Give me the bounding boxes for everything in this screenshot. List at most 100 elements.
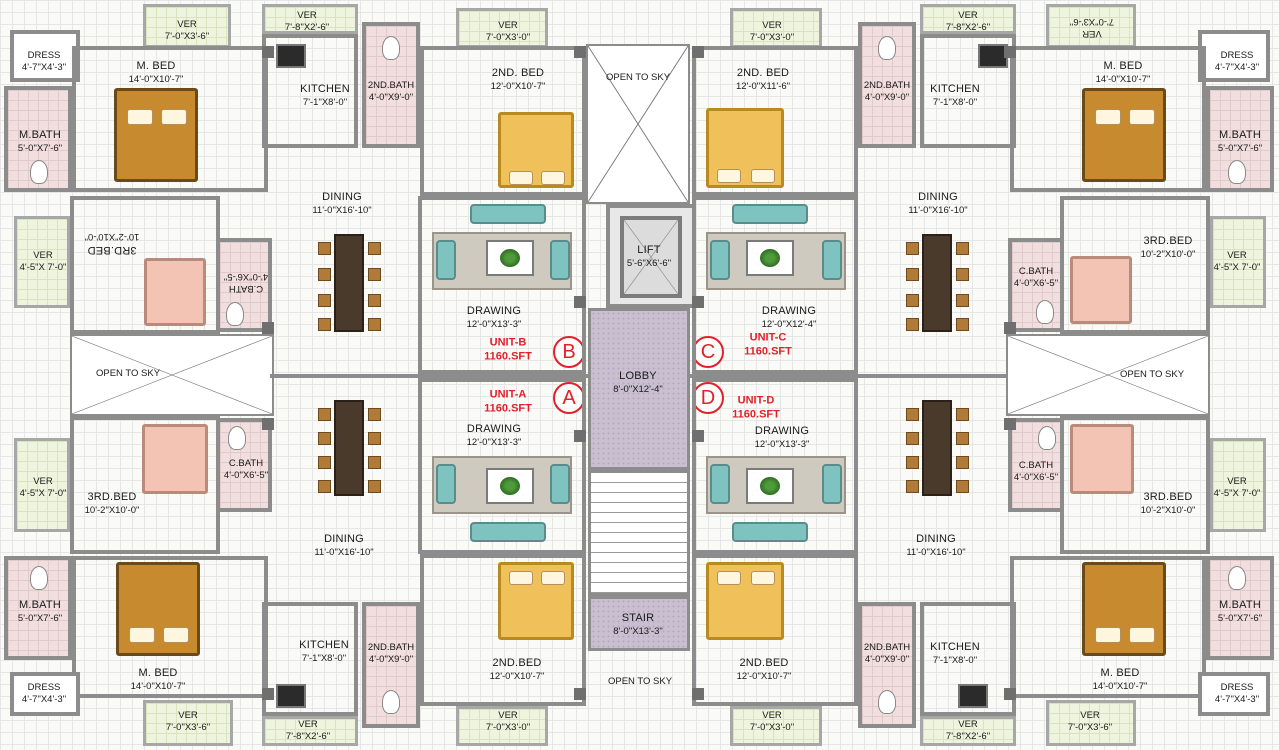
c-dining-table-icon xyxy=(922,234,952,332)
d-master-bed xyxy=(1010,556,1206,698)
c-verandah-top xyxy=(1046,4,1136,48)
stair-label: STAIR 8'-0"X13'-3" xyxy=(613,612,663,637)
lobby-label: LOBBY 8'-0"X12'-4" xyxy=(613,370,663,395)
open-to-sky-right-label: OPEN TO SKY xyxy=(1119,369,1185,381)
a-verandah-bottom xyxy=(143,700,233,746)
c-drawing xyxy=(692,196,858,374)
lobby xyxy=(588,308,690,470)
open-to-sky-top xyxy=(586,44,690,204)
d-verandah-side xyxy=(1210,438,1266,532)
c-3bed-bed-icon xyxy=(1070,256,1132,324)
d-stove-icon xyxy=(958,684,988,708)
c-dress xyxy=(1198,30,1270,82)
b-2bath-toilet-icon xyxy=(382,36,400,60)
a-stove-icon xyxy=(276,684,306,708)
d-dress xyxy=(1198,672,1270,716)
d-2bath-toilet-icon xyxy=(878,690,896,714)
a-2nd-bed xyxy=(420,554,586,706)
a-2bath-toilet-icon xyxy=(382,690,400,714)
lift-label: LIFT 5'-6"X6'-6" xyxy=(626,244,672,269)
a-dining-table-icon xyxy=(334,400,364,496)
b-3bed-bed-icon xyxy=(144,258,206,326)
open-to-sky-top-label: OPEN TO SKY xyxy=(605,72,671,84)
a-master-bed xyxy=(72,556,268,698)
a-drawing xyxy=(418,378,586,554)
b-verandah-kitchen xyxy=(262,4,358,34)
c-master-bed xyxy=(1010,46,1206,192)
b-cbath-toilet-icon xyxy=(226,302,244,326)
d-2bed-bed-icon xyxy=(706,562,784,640)
d-cbath-toilet-icon xyxy=(1038,426,1056,450)
c-cbath-toilet-icon xyxy=(1036,300,1054,324)
d-3bed-bed-icon xyxy=(1070,424,1134,494)
b-mbed-bed-icon xyxy=(114,88,198,182)
a-3bed-bed-icon xyxy=(142,424,208,494)
b-master-bed xyxy=(72,46,268,192)
c-3rd-bed xyxy=(1060,196,1210,334)
d-verandah-bottom xyxy=(1046,700,1136,746)
b-kitchen xyxy=(262,34,358,148)
d-mbed-bed-icon xyxy=(1082,562,1166,656)
stair xyxy=(588,470,690,596)
c-2bed-bed-icon xyxy=(706,108,784,188)
b-2bed-bed-icon xyxy=(498,112,574,188)
open-to-sky-right xyxy=(1006,334,1210,416)
a-2bed-bed-icon xyxy=(498,562,574,640)
a-verandah-kitchen xyxy=(262,716,358,746)
d-sofa-icon xyxy=(732,522,808,542)
open-to-sky-left-label: OPEN TO SKY xyxy=(95,368,161,380)
c-mbed-bed-icon xyxy=(1082,88,1166,182)
c-2bath-toilet-icon xyxy=(878,36,896,60)
d-3rd-bed xyxy=(1060,416,1210,554)
b-stove-icon xyxy=(276,44,306,68)
unit-cd-party-wall xyxy=(690,374,1008,378)
d-drawing xyxy=(692,378,858,554)
d-verandah-kitchen xyxy=(920,716,1016,746)
unit-b-marker: B xyxy=(553,336,585,368)
c-2nd-bed xyxy=(692,46,858,196)
d-coffee-table-icon xyxy=(746,468,794,504)
b-verandah-top xyxy=(143,4,231,48)
a-verandah-side xyxy=(14,438,70,532)
c-coffee-table-icon xyxy=(746,240,794,276)
a-mbath-toilet-icon xyxy=(30,566,48,590)
unit-ab-party-wall xyxy=(270,374,588,378)
d-2nd-bath xyxy=(858,602,916,728)
